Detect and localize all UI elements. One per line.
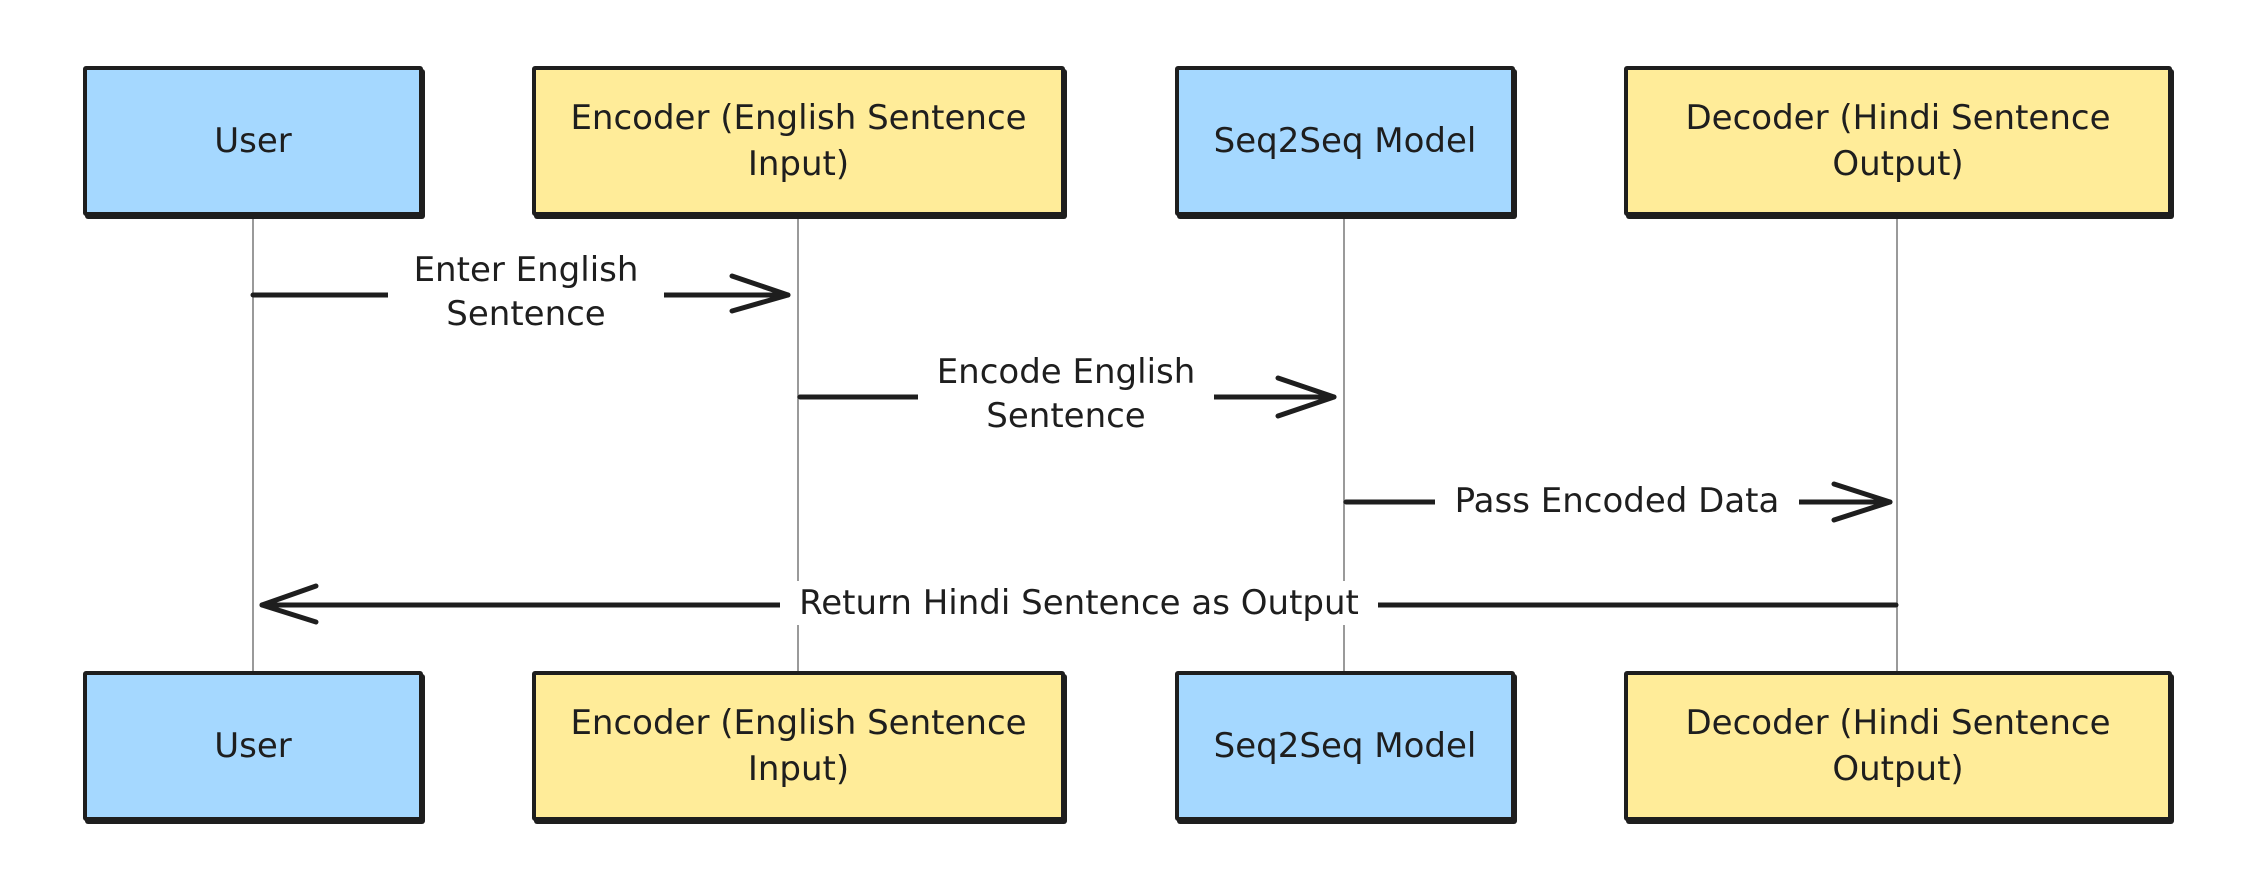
participant-model-top: Seq2Seq Model [1175,66,1515,216]
message-label-1: Enter English Sentence [388,248,664,336]
participant-label: Seq2Seq Model [1213,726,1477,766]
participant-label: Encoder (English Sentence Input) [570,703,1027,789]
participant-encoder-top: Encoder (English Sentence Input) [532,66,1065,216]
participant-model-bottom: Seq2Seq Model [1175,671,1515,821]
participant-label: Encoder (English Sentence Input) [570,98,1027,184]
message-label-3: Pass Encoded Data [1435,479,1799,523]
arrowhead-enter-english-sentence [729,273,791,314]
message-label-2: Encode English Sentence [918,350,1214,438]
lifeline-encoder [797,213,799,673]
participant-label: User [214,121,292,161]
lifeline-decoder [1896,213,1898,673]
participant-decoder-top: Decoder (Hindi Sentence Output) [1624,66,2172,216]
participant-label: Seq2Seq Model [1213,121,1477,161]
participant-label: Decoder (Hindi Sentence Output) [1685,98,2111,184]
participant-decoder-bottom: Decoder (Hindi Sentence Output) [1624,671,2172,821]
participant-label: User [214,726,292,766]
participant-label: Decoder (Hindi Sentence Output) [1685,703,2111,789]
participant-user-bottom: User [83,671,423,821]
arrowhead-return-hindi-sentence [259,583,319,625]
message-label-4: Return Hindi Sentence as Output [780,581,1378,625]
participant-encoder-bottom: Encoder (English Sentence Input) [532,671,1065,821]
arrowhead-encode-english-sentence [1275,375,1337,419]
arrowhead-pass-encoded-data [1831,481,1893,523]
lifeline-user [252,213,254,673]
participant-user-top: User [83,66,423,216]
lifeline-model [1343,213,1345,673]
